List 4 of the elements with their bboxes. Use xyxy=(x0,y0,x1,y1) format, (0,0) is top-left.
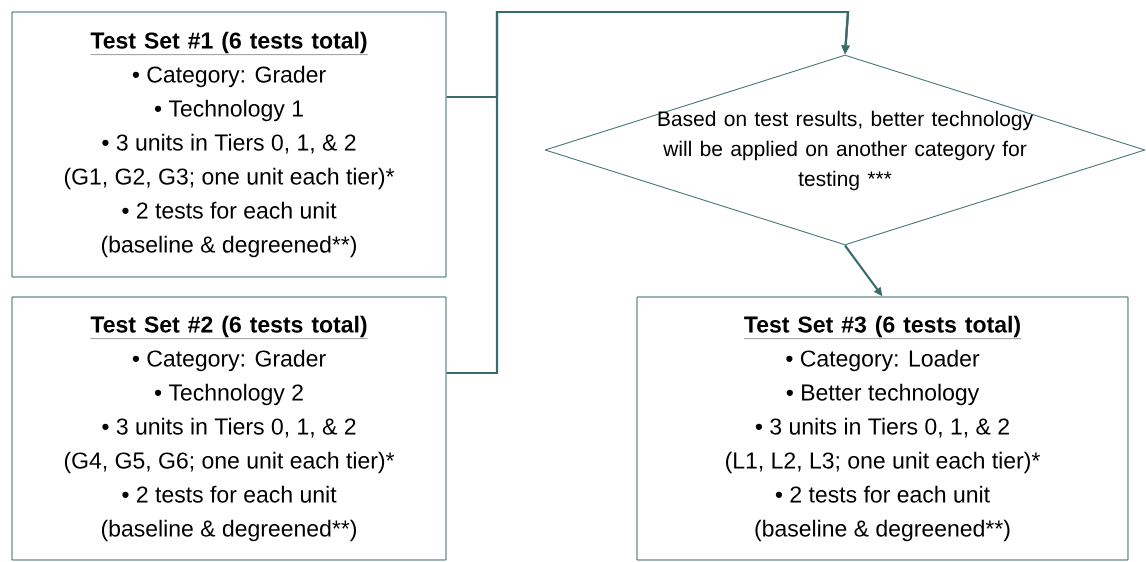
arrow xyxy=(446,10,850,375)
process-box: Test Set #2 (6 tests total) • Category: Grader • Technology 2 • 3 units in Tiers 0, 1, & 2 (G4, G5, G6; one unit each tier)* • 2 tests for each unit (baseline & degreened**) xyxy=(11,296,447,561)
process-box: Test Set #1 (6 tests total) • Category: Grader • Technology 1 • 3 units in Tiers 0, 1, & 2 (G1, G2, G3; one unit each tier)* • 2 tests for each unit (baseline & degreened**) xyxy=(11,11,447,278)
process-box: Test Set #3 (6 tests total) • Category: Loader • Better technology • 3 units in Tiers 0, 1, & 2 (L1, L2, L3; one unit each tier)* • 2 tests for each unit (baseline & degreened**) xyxy=(636,296,1129,561)
